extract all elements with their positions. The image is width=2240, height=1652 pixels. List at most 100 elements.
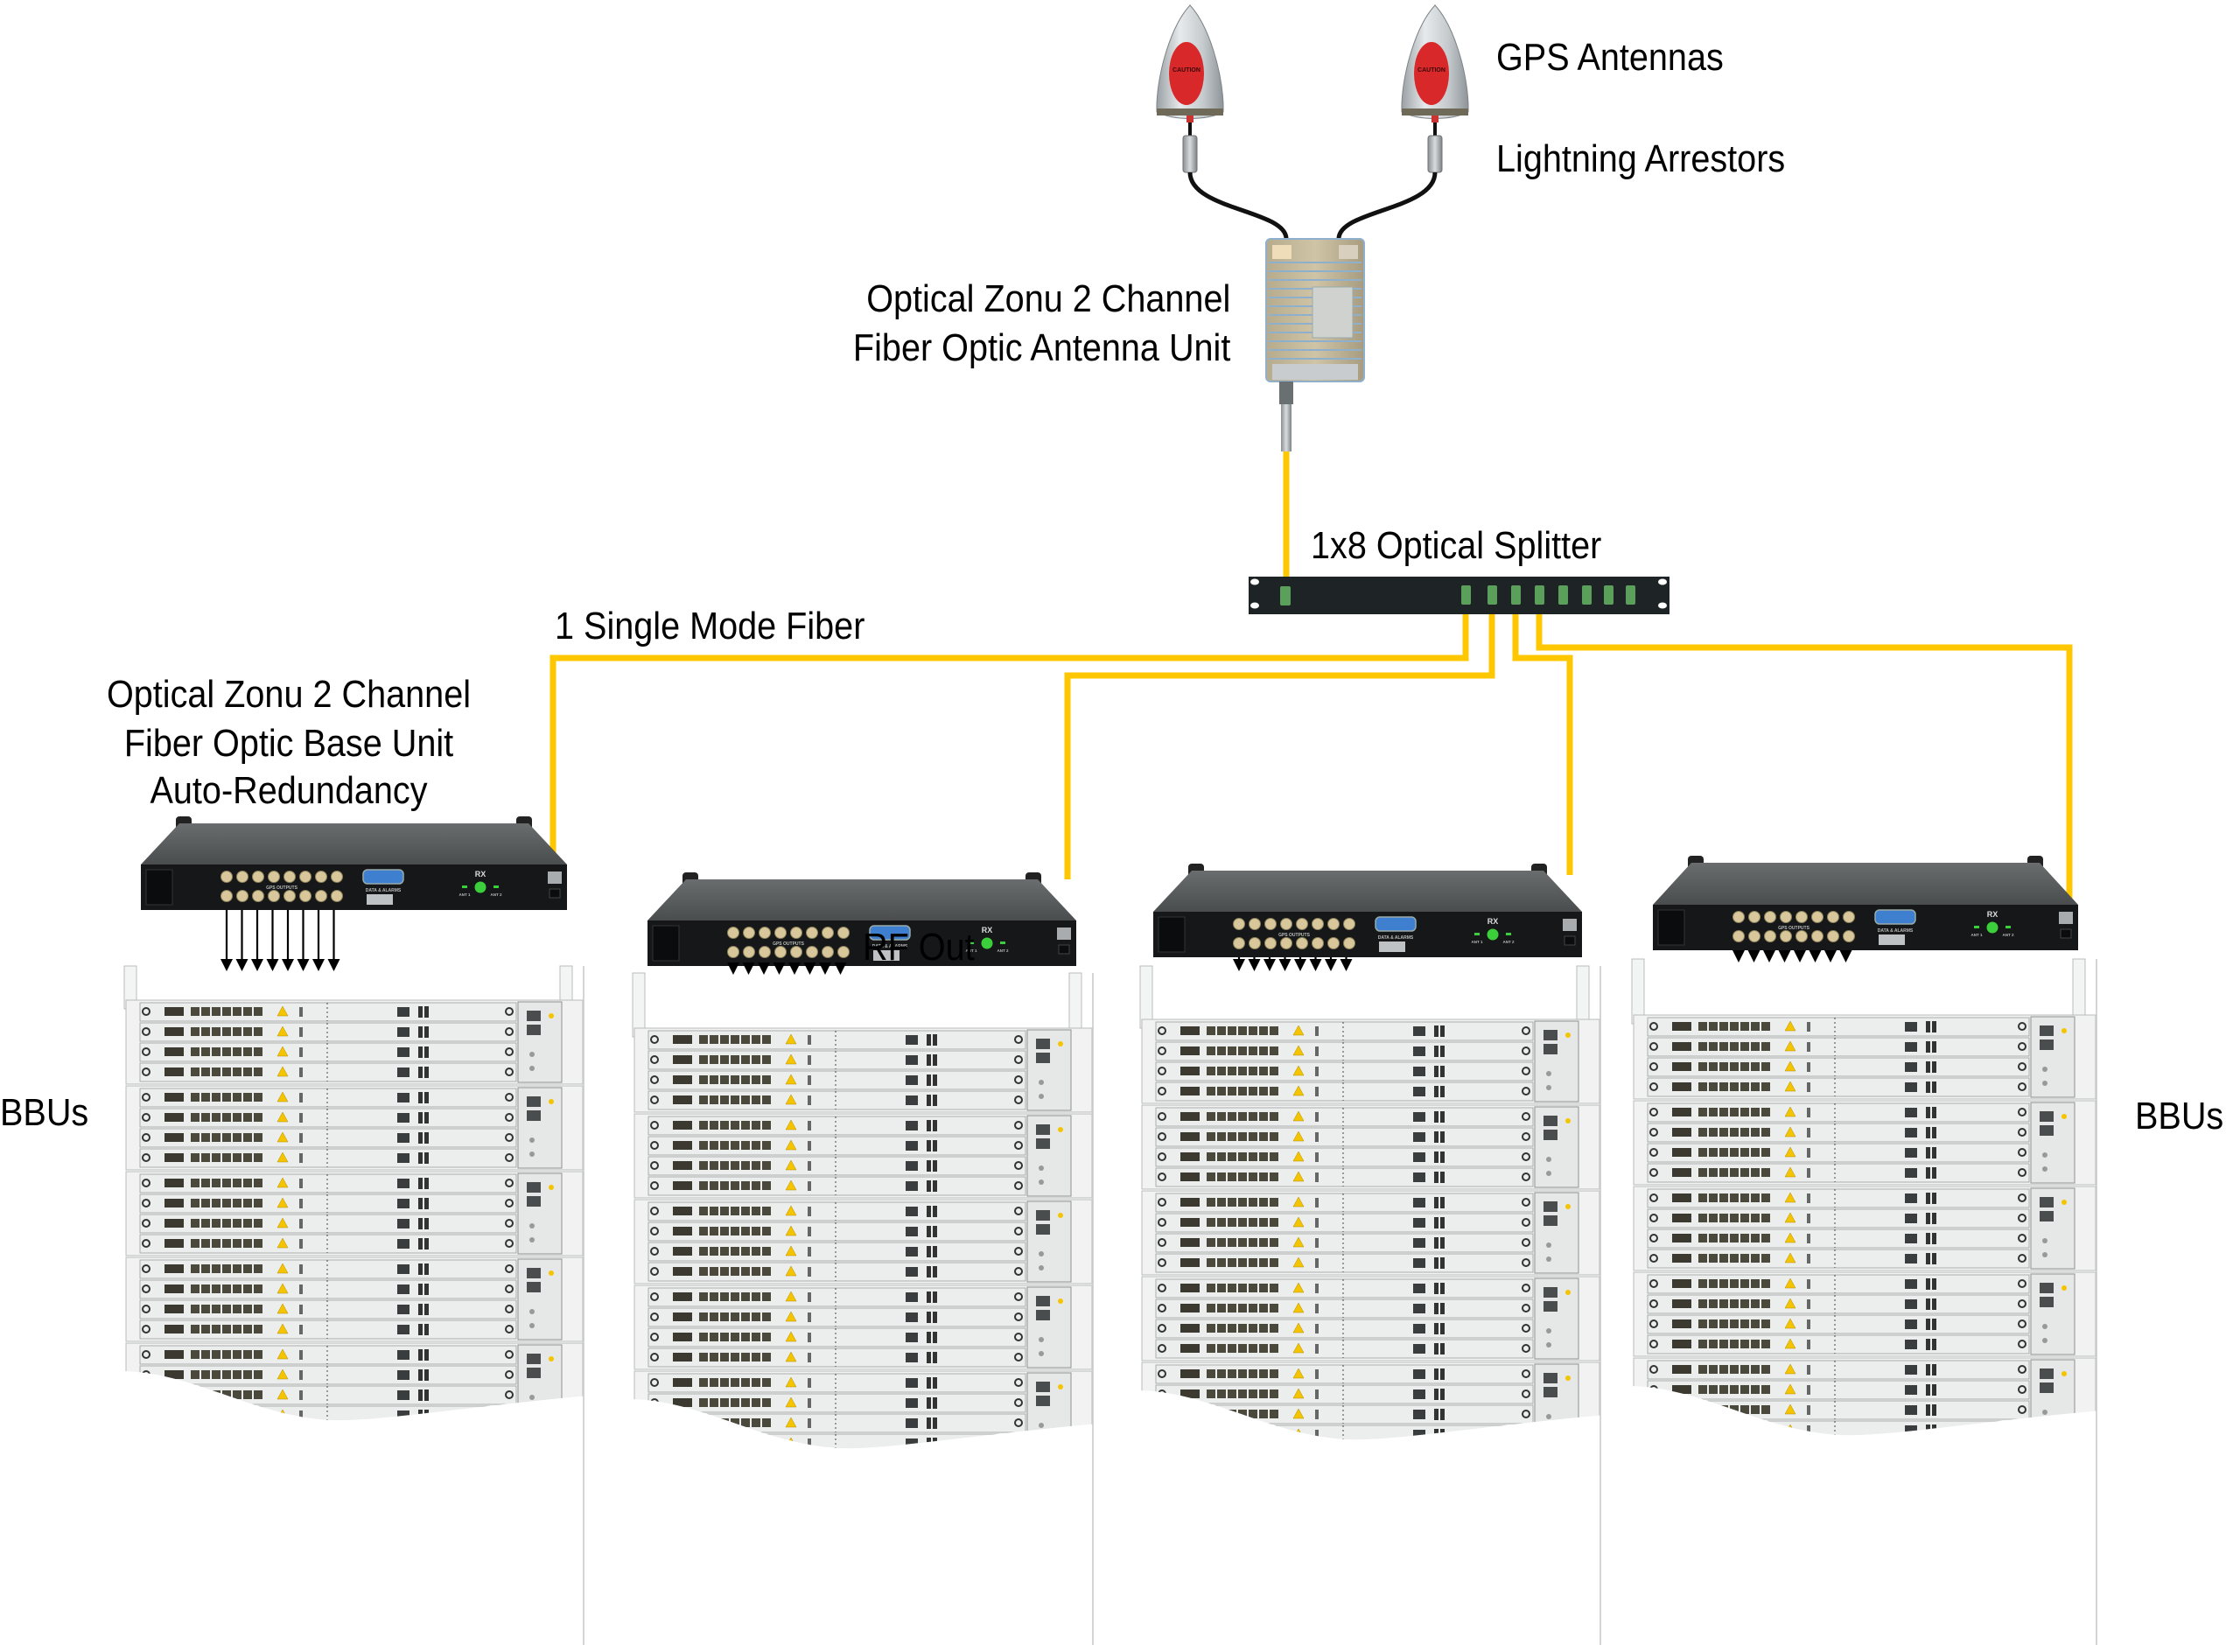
warning-label-icon [1292, 1085, 1305, 1096]
board-fiber-port [201, 1390, 210, 1399]
board-rj45-port [1413, 1410, 1425, 1419]
bbu-board [648, 1090, 1026, 1110]
board-fiber-port [1719, 1108, 1728, 1116]
board-sfp-port [673, 1353, 692, 1362]
board-usb-port [424, 1178, 429, 1189]
board-usb-port [424, 1304, 429, 1315]
rx-led [474, 881, 486, 893]
warning-label-icon [1784, 1232, 1796, 1243]
board-led-bar [1807, 1405, 1810, 1415]
board-fiber-port [1698, 1279, 1707, 1288]
warning-label-icon [1784, 1383, 1796, 1395]
board-fiber-port [1751, 1234, 1760, 1242]
fiber-input-port [548, 872, 562, 884]
board-screw [2018, 1108, 2026, 1116]
board-usb-port [933, 1397, 937, 1409]
board-fiber-port [1730, 1385, 1739, 1394]
board-fiber-port [1249, 1324, 1257, 1333]
board-screw [2018, 1214, 2026, 1222]
board-led-bar [299, 1007, 303, 1017]
board-fiber-port [201, 1133, 210, 1142]
board-usb-port [1932, 1061, 1936, 1073]
gps-output-connector [1780, 930, 1792, 942]
board-led-bar [1315, 1152, 1319, 1162]
gps-outputs-label: GPS OUTPUTS [266, 886, 298, 891]
board-fiber-port [1228, 1046, 1236, 1055]
board-usb-port [424, 1092, 429, 1103]
warning-label-icon [1292, 1408, 1305, 1419]
board-fiber-port [1217, 1238, 1226, 1247]
bbu-board [1155, 1364, 1534, 1384]
board-sfp-port [164, 1047, 184, 1056]
board-usb-port [1932, 1193, 1936, 1204]
board-fiber-port [1207, 1152, 1215, 1161]
warning-label-icon [785, 1205, 797, 1216]
board-rj45-port [906, 1398, 918, 1408]
board-fiber-port [1719, 1405, 1728, 1414]
warning-label-icon [1784, 1020, 1796, 1032]
board-fiber-port [1207, 1218, 1215, 1227]
board-fiber-port [233, 1350, 242, 1359]
board-usb-port [927, 1226, 931, 1237]
board-fiber-port [1207, 1324, 1215, 1333]
warning-label-icon [1784, 1404, 1796, 1415]
board-fiber-port [233, 1179, 242, 1187]
board-screw [1649, 1365, 1658, 1374]
data-alarms-connector [362, 869, 404, 885]
bbu-board [1647, 1420, 2030, 1436]
ground-terminal [1379, 942, 1405, 952]
board-usb-port [418, 1284, 423, 1295]
board-fiber-port [762, 1161, 771, 1170]
esd-label [2062, 1114, 2067, 1119]
board-usb-port [1440, 1429, 1445, 1440]
gps-outputs-label: GPS OUTPUTS [1778, 926, 1810, 931]
rf-out-arrowhead [312, 959, 325, 971]
warning-label-icon [785, 1033, 797, 1045]
rx-led [981, 937, 993, 949]
gps-output-connector [1796, 911, 1808, 923]
board-fiber-port [1751, 1279, 1760, 1288]
board-usb-port [1932, 1253, 1936, 1264]
board-rj45-port [1905, 1299, 1917, 1309]
board-led-bar [299, 1305, 303, 1314]
board-fiber-port [1249, 1046, 1257, 1055]
board-screw [650, 1035, 659, 1044]
board-fiber-port [731, 1207, 739, 1215]
board-fiber-port [1228, 1344, 1236, 1353]
board-fiber-port [1259, 1026, 1268, 1035]
board-usb-port [927, 1332, 931, 1343]
board-fiber-port [1228, 1284, 1236, 1292]
board-usb-port [1440, 1086, 1445, 1097]
gps-output-connector [1296, 937, 1308, 949]
rf-out-arrowhead [1278, 959, 1292, 971]
bbu-board [1647, 1228, 2030, 1249]
power-inlet [145, 869, 173, 906]
board-led-bar [808, 1353, 811, 1362]
board-screw [1014, 1438, 1023, 1447]
board-fiber-port [762, 1378, 771, 1387]
board-usb-port [1440, 1131, 1445, 1143]
board-fiber-port [254, 1305, 262, 1313]
warning-label-icon [785, 1180, 797, 1191]
board-fiber-port [1207, 1284, 1215, 1292]
board-fiber-port [233, 1068, 242, 1076]
caution-sticker [1169, 42, 1204, 105]
rf-out-arrows [220, 910, 1852, 975]
warning-label-icon [1784, 1192, 1796, 1203]
bbu-board [1647, 1057, 2030, 1077]
power-terminal [529, 1066, 535, 1071]
board-usb-port [927, 1312, 931, 1323]
warning-label-icon [1784, 1106, 1796, 1117]
board-fiber-port [201, 1027, 210, 1036]
board-fiber-port [699, 1353, 708, 1362]
board-screw [142, 1284, 150, 1293]
board-fiber-port [254, 1047, 262, 1056]
antenna-unit-label-tag [1339, 245, 1358, 259]
board-rj45-port [906, 1181, 918, 1191]
rx-label: RX [1987, 910, 1998, 919]
board-sfp-port [164, 1219, 184, 1228]
board-sfp-port [164, 1325, 184, 1334]
board-usb-port [418, 1046, 423, 1058]
gps-output-connector [727, 946, 739, 958]
caution-sticker-text: CAUTION [1418, 67, 1446, 74]
